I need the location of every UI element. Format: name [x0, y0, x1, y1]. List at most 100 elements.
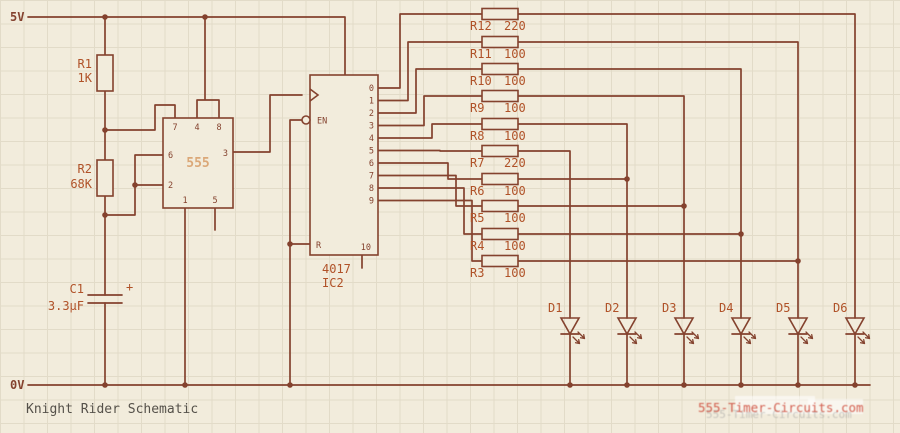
led-d4: D4 — [719, 301, 757, 386]
pin-3: 3 — [223, 149, 228, 159]
r4-name: R4 — [470, 239, 484, 253]
wire-out5-r7 — [377, 149, 483, 152]
r1-value: 1K — [78, 71, 93, 85]
reset-label: R — [316, 241, 322, 251]
resistor-r3: R3 100 — [470, 254, 526, 280]
r1-name: R1 — [78, 57, 92, 71]
r5-name: R5 — [470, 211, 484, 225]
ic-4017-ref: IC2 — [322, 276, 344, 290]
resistor-r11: R11 100 — [470, 35, 526, 61]
r3-name: R3 — [470, 266, 484, 280]
wire-rail-5v — [27, 16, 346, 76]
wire-junction-to-pin7 — [104, 104, 176, 131]
led-d3: D3 — [662, 301, 700, 386]
rail-0v-label: 0V — [10, 378, 24, 392]
watermark-shadow-text: 555-Timer-Circuits.com — [706, 408, 852, 421]
pin-2: 2 — [168, 181, 173, 191]
out-4: 4 — [369, 134, 374, 144]
resistor-r9: R9 100 — [470, 89, 526, 115]
r6-name: R6 — [470, 184, 484, 198]
out-9: 9 — [369, 197, 374, 207]
r2-name: R2 — [78, 162, 92, 176]
wire-r8-d2 — [517, 123, 628, 319]
ic-555: 555 7 4 8 6 2 3 1 5 — [162, 117, 234, 209]
resistor-r2: R2 68K — [70, 159, 114, 197]
enable-label: EN — [317, 117, 327, 127]
led-d2: D2 — [605, 301, 643, 386]
out-3: 3 — [369, 122, 374, 132]
r5-value: 100 — [504, 211, 526, 225]
resistor-r6: R6 100 — [470, 172, 526, 198]
d6-name: D6 — [833, 301, 847, 315]
led-d5: D5 — [776, 301, 814, 386]
wire-out4-r8 — [377, 123, 483, 139]
r2-value: 68K — [70, 177, 92, 191]
wire-r9-d3 — [517, 95, 685, 319]
led-d6: D6 — [833, 301, 871, 386]
r9-name: R9 — [470, 101, 484, 115]
pin-5: 5 — [212, 196, 217, 206]
page-title: Knight Rider Schematic — [26, 402, 198, 417]
c1-polarity: + — [126, 280, 133, 294]
wire-out0-r12 — [377, 13, 483, 89]
watermark: 555-Timer-Circuits.com 555-Timer-Circuit… — [698, 396, 864, 421]
ic-4017-label: 4017 — [322, 262, 351, 276]
led-d1: D1 — [548, 301, 586, 386]
c1-value: 3.3µF — [48, 299, 84, 313]
r12-name: R12 — [470, 19, 492, 33]
resistor-r1: R1 1K — [78, 54, 114, 92]
resistor-r12: R12 220 — [470, 7, 526, 33]
r12-value: 220 — [504, 19, 526, 33]
r11-value: 100 — [504, 47, 526, 61]
resistor-r8: R8 100 — [470, 117, 526, 143]
r10-name: R10 — [470, 74, 492, 88]
r4-value: 100 — [504, 239, 526, 253]
wire-out7-r5 — [377, 174, 483, 207]
wire-r7-d1 — [517, 150, 571, 319]
carry-label: 10 — [361, 243, 371, 253]
pin-4: 4 — [194, 123, 199, 133]
d4-name: D4 — [719, 301, 733, 315]
pin-8: 8 — [216, 123, 221, 133]
out-7: 7 — [369, 172, 374, 182]
r7-value: 220 — [504, 156, 526, 170]
enable-bubble — [301, 115, 311, 125]
resistor-r7: R7 220 — [470, 144, 526, 170]
out-5: 5 — [369, 147, 374, 157]
out-1: 1 — [369, 97, 374, 107]
wire-clock — [232, 94, 303, 153]
d5-name: D5 — [776, 301, 790, 315]
clock-symbol — [309, 88, 320, 102]
c1-name: C1 — [70, 282, 84, 296]
pin-1: 1 — [182, 196, 187, 206]
watermark-text: 555-Timer-Circuits.com — [698, 400, 864, 415]
pin-6: 6 — [168, 151, 173, 161]
wire-r10-d4 — [517, 68, 742, 319]
pin-7: 7 — [172, 123, 177, 133]
d3-name: D3 — [662, 301, 676, 315]
r6-value: 100 — [504, 184, 526, 198]
wire-out1-r11 — [377, 41, 483, 102]
wire-en-reset-gnd — [289, 119, 311, 386]
wire-r11-d5 — [517, 41, 799, 319]
wire-out3-r9 — [377, 95, 483, 127]
wire-out2-r10 — [377, 68, 483, 114]
rail-5v-label: 5V — [10, 10, 24, 24]
out-8: 8 — [369, 184, 374, 194]
r11-name: R11 — [470, 47, 492, 61]
out-6: 6 — [369, 159, 374, 169]
out-2: 2 — [369, 109, 374, 119]
resistor-r5: R5 100 — [470, 199, 526, 225]
capacitor-c1: C1 3.3µF + — [48, 280, 133, 313]
ic-555-label: 555 — [186, 156, 209, 171]
wire-r12-d6 — [517, 13, 856, 319]
resistor-r10: R10 100 — [470, 62, 526, 88]
r8-name: R8 — [470, 129, 484, 143]
r7-name: R7 — [470, 156, 484, 170]
r3-value: 100 — [504, 266, 526, 280]
r8-value: 100 — [504, 129, 526, 143]
d2-name: D2 — [605, 301, 619, 315]
wire-out6-r6 — [377, 162, 483, 180]
out-0: 0 — [369, 84, 374, 94]
